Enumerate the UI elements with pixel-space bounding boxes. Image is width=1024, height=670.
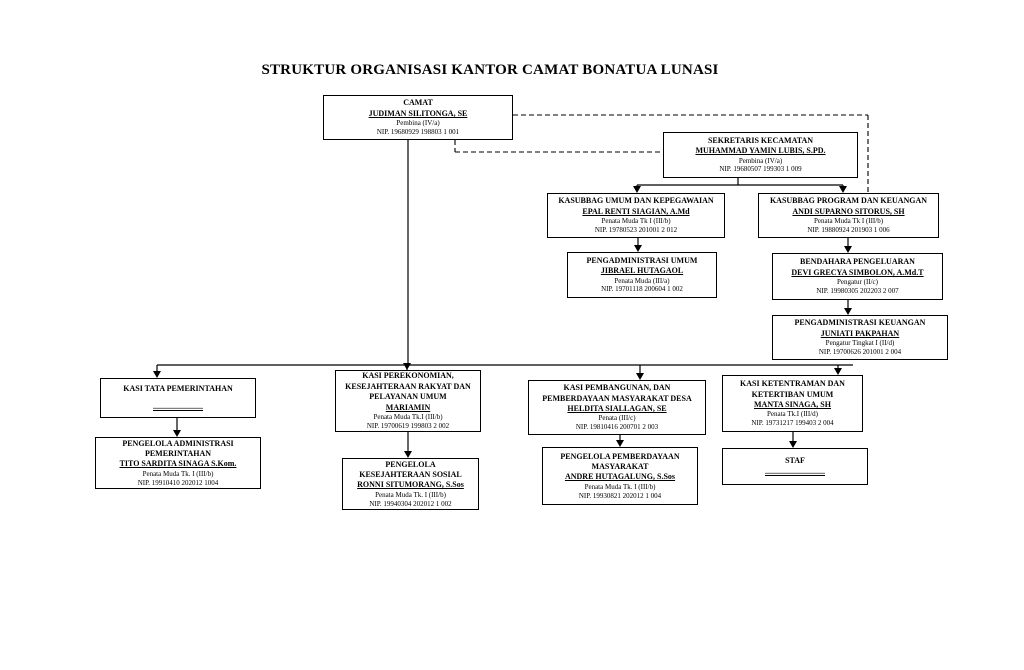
page-title: STRUKTUR ORGANISASI KANTOR CAMAT BONATUA… — [261, 62, 719, 78]
org-box-pengadministrasi-keuangan: PENGADMINISTRASI KEUANGAN JUNIATI PAKPAH… — [772, 315, 948, 360]
position-title: PENGELOLA ADMINISTRASI PEMERINTAHAN — [122, 438, 234, 459]
rank-grade: Penata Muda Tk I (III/b) — [601, 217, 671, 226]
position-title: KASI PEMBANGUNAN, DAN PEMBERDAYAAN MASYA… — [542, 383, 692, 403]
position-title: PENGADMINISTRASI KEUANGAN — [794, 318, 926, 328]
person-name: MUHAMMAD YAMIN LUBIS, S.PD. — [695, 146, 826, 156]
position-title: PENGELOLA KESEJAHTERAAN SOSIAL — [359, 459, 462, 480]
nip-number: NIP. 19910410 202012 1004 — [137, 478, 219, 487]
nip-number: NIP. 19731217 199403 2 004 — [751, 419, 834, 428]
org-box-bendahara-pengeluaran: BENDAHARA PENGELUARAN DEVI GRECYA SIMBOL… — [772, 253, 943, 300]
person-name: HELDITA SIALLAGAN, SE — [567, 403, 667, 413]
rank-grade: Pengatur (II/c) — [836, 278, 878, 287]
position-title: BENDAHARA PENGELUARAN — [800, 257, 915, 267]
nip-number: NIP. 19700619 199803 2 002 — [366, 421, 450, 430]
position-title: KASI KETENTRAMAN DAN KETERTIBAN UMUM — [740, 379, 845, 399]
position-title: KASUBBAG PROGRAM DAN KEUANGAN — [769, 196, 928, 206]
org-box-pengadministrasi-umum: PENGADMINISTRASI UMUM JIBRAEL HUTAGAOL P… — [567, 252, 717, 298]
position-title: PENGADMINISTRASI UMUM — [586, 255, 698, 265]
person-name: JUDIMAN SILITONGA, SE — [368, 108, 468, 118]
position-title: PENGELOLA PEMBERDAYAAN MASYARAKAT — [560, 451, 680, 472]
nip-number: NIP. 19700626 201001 2 004 — [818, 347, 902, 356]
rank-grade: Penata Muda Tk I (III/b) — [813, 217, 884, 226]
rank-grade: Pembina (IV/a) — [396, 119, 440, 128]
org-box-kasi-tata-pemerintahan: KASI TATA PEMERINTAHAN .................… — [100, 378, 256, 418]
rank-grade: Penata Muda (III/a) — [614, 276, 670, 285]
person-name: MARIAMIN — [385, 402, 431, 412]
rank-grade: Pengatur Tingkat I (II/d) — [825, 339, 895, 348]
nip-number: NIP. 19680929 198803 1 001 — [376, 127, 460, 136]
position-title: KASI PEREKONOMIAN, KESEJAHTERAAN RAKYAT … — [345, 371, 471, 402]
org-box-sekretaris-kecamatan: SEKRETARIS KECAMATAN MUHAMMAD YAMIN LUBI… — [663, 132, 858, 178]
position-title: STAF — [785, 455, 805, 465]
org-box-kasi-perekonomian: KASI PEREKONOMIAN, KESEJAHTERAAN RAKYAT … — [335, 370, 481, 432]
person-name: DEVI GRECYA SIMBOLON, A.Md.T — [791, 267, 924, 277]
org-box-pengelola-pemberdayaan-masyarakat: PENGELOLA PEMBERDAYAAN MASYARAKAT ANDRE … — [542, 447, 698, 505]
position-title: KASUBBAG UMUM DAN KEPEGAWAIAN — [558, 196, 714, 206]
nip-number: NIP. 19880924 201903 1 006 — [807, 225, 890, 234]
nip-number: NIP. 19980305 202203 2 007 — [816, 286, 899, 295]
org-box-kasubbag-umum-kepegawaian: KASUBBAG UMUM DAN KEPEGAWAIAN EPAL RENTI… — [547, 193, 725, 238]
position-title: SEKRETARIS KECAMATAN — [707, 135, 814, 145]
nip-number: NIP. 19930821 202012 1 004 — [578, 491, 662, 500]
org-box-kasi-pembangunan: KASI PEMBANGUNAN, DAN PEMBERDAYAAN MASYA… — [528, 380, 706, 435]
rank-grade: Pembina (IV/a) — [738, 156, 783, 165]
rank-grade: Penata Muda Tk. I (III/b) — [142, 469, 214, 478]
person-name: EPAL RENTI SIAGIAN, A.Md — [582, 206, 690, 216]
org-box-pengelola-kesejahteraan-sosial: PENGELOLA KESEJAHTERAAN SOSIAL RONNI SIT… — [342, 458, 479, 510]
person-name: JIBRAEL HUTAGAOL — [600, 266, 684, 276]
org-box-staf: STAF .............................. — [722, 448, 868, 485]
person-name-placeholder: ......................... — [153, 401, 203, 411]
position-title: KASI TATA PEMERINTAHAN — [123, 384, 233, 394]
nip-number: NIP. 19940304 202012 1 002 — [369, 499, 452, 508]
person-name: TITO SARDITA SINAGA S.Kom. — [119, 459, 237, 469]
position-title: CAMAT — [403, 98, 433, 108]
nip-number: NIP. 19810416 200701 2 003 — [575, 423, 659, 432]
nip-number: NIP. 19701118 200604 1 002 — [601, 285, 683, 294]
person-name-placeholder: .............................. — [765, 467, 825, 476]
org-box-kasi-ketentraman: KASI KETENTRAMAN DAN KETERTIBAN UMUM MAN… — [722, 375, 863, 432]
org-box-pengelola-administrasi-pemerintahan: PENGELOLA ADMINISTRASI PEMERINTAHAN TITO… — [95, 437, 261, 489]
rank-grade: Penata Tk.I (III/d) — [767, 410, 818, 419]
nip-number: NIP. 19780523 201001 2 012 — [594, 225, 678, 234]
nip-number: NIP. 19680507 199303 1 009 — [719, 165, 802, 174]
org-box-kasubbag-program-keuangan: KASUBBAG PROGRAM DAN KEUANGAN ANDI SUPAR… — [758, 193, 939, 238]
person-name: ANDRE HUTAGALUNG, S.Sos — [564, 472, 676, 482]
org-box-camat: CAMAT JUDIMAN SILITONGA, SE Pembina (IV/… — [323, 95, 513, 140]
person-name: MANTA SINAGA, SH — [754, 399, 831, 409]
person-name: RONNI SITUMORANG, S.Sos — [357, 480, 464, 490]
person-name: JUNIATI PAKPAHAN — [820, 328, 900, 338]
rank-grade: Penata Muda Tk. I (III/b) — [375, 490, 446, 499]
rank-grade: Penata (III/c) — [598, 414, 636, 423]
person-name: ANDI SUPARNO SITORUS, SH — [792, 206, 905, 216]
rank-grade: Penata Muda Tk. I (III/b) — [584, 482, 656, 491]
rank-grade: Penata Muda Tk.I (III/b) — [373, 413, 443, 422]
